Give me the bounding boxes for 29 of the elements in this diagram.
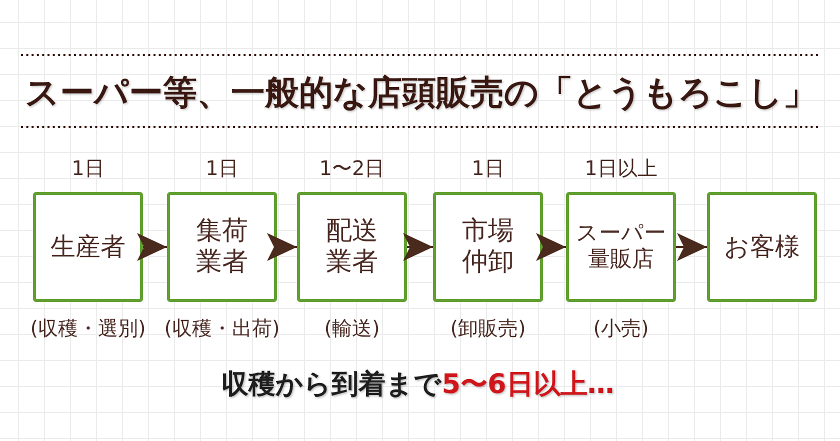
process-box <box>297 192 407 302</box>
stage-label: 配送業者 <box>325 216 379 278</box>
duration-label: 1〜2日 <box>319 156 385 180</box>
arrow <box>267 233 297 261</box>
duration-label: 1日 <box>72 156 104 180</box>
stage-label: スーパー量販店 <box>576 221 666 273</box>
process-box <box>33 192 143 302</box>
duration-label: 1日以上 <box>584 156 658 180</box>
summary-text: 収穫から到着まで5〜6日以上… <box>222 368 614 402</box>
process-box <box>707 192 817 302</box>
arrow <box>676 233 707 261</box>
arrow <box>536 233 566 261</box>
stage-label: お客様 <box>724 232 800 262</box>
process-box <box>566 192 676 302</box>
arrow <box>137 233 167 261</box>
activity-label: (小売) <box>593 316 649 340</box>
duration-label: 1日 <box>472 156 504 180</box>
activity-label: (収穫・出荷) <box>164 316 280 340</box>
activity-label: (収穫・選別) <box>30 316 146 340</box>
process-box <box>167 192 277 302</box>
stage-label: 市場仲卸 <box>461 216 515 278</box>
title: スーパー等、一般的な店頭販売の「とうもろこし」 <box>25 72 817 114</box>
activity-label: (輸送) <box>324 316 380 340</box>
process-box <box>433 192 543 302</box>
stage-label: 集荷業者 <box>195 216 249 278</box>
activity-label: (卸販売) <box>450 316 526 340</box>
stage-label: 生産者 <box>50 232 126 262</box>
duration-label: 1日 <box>206 156 238 180</box>
arrow <box>403 233 433 261</box>
